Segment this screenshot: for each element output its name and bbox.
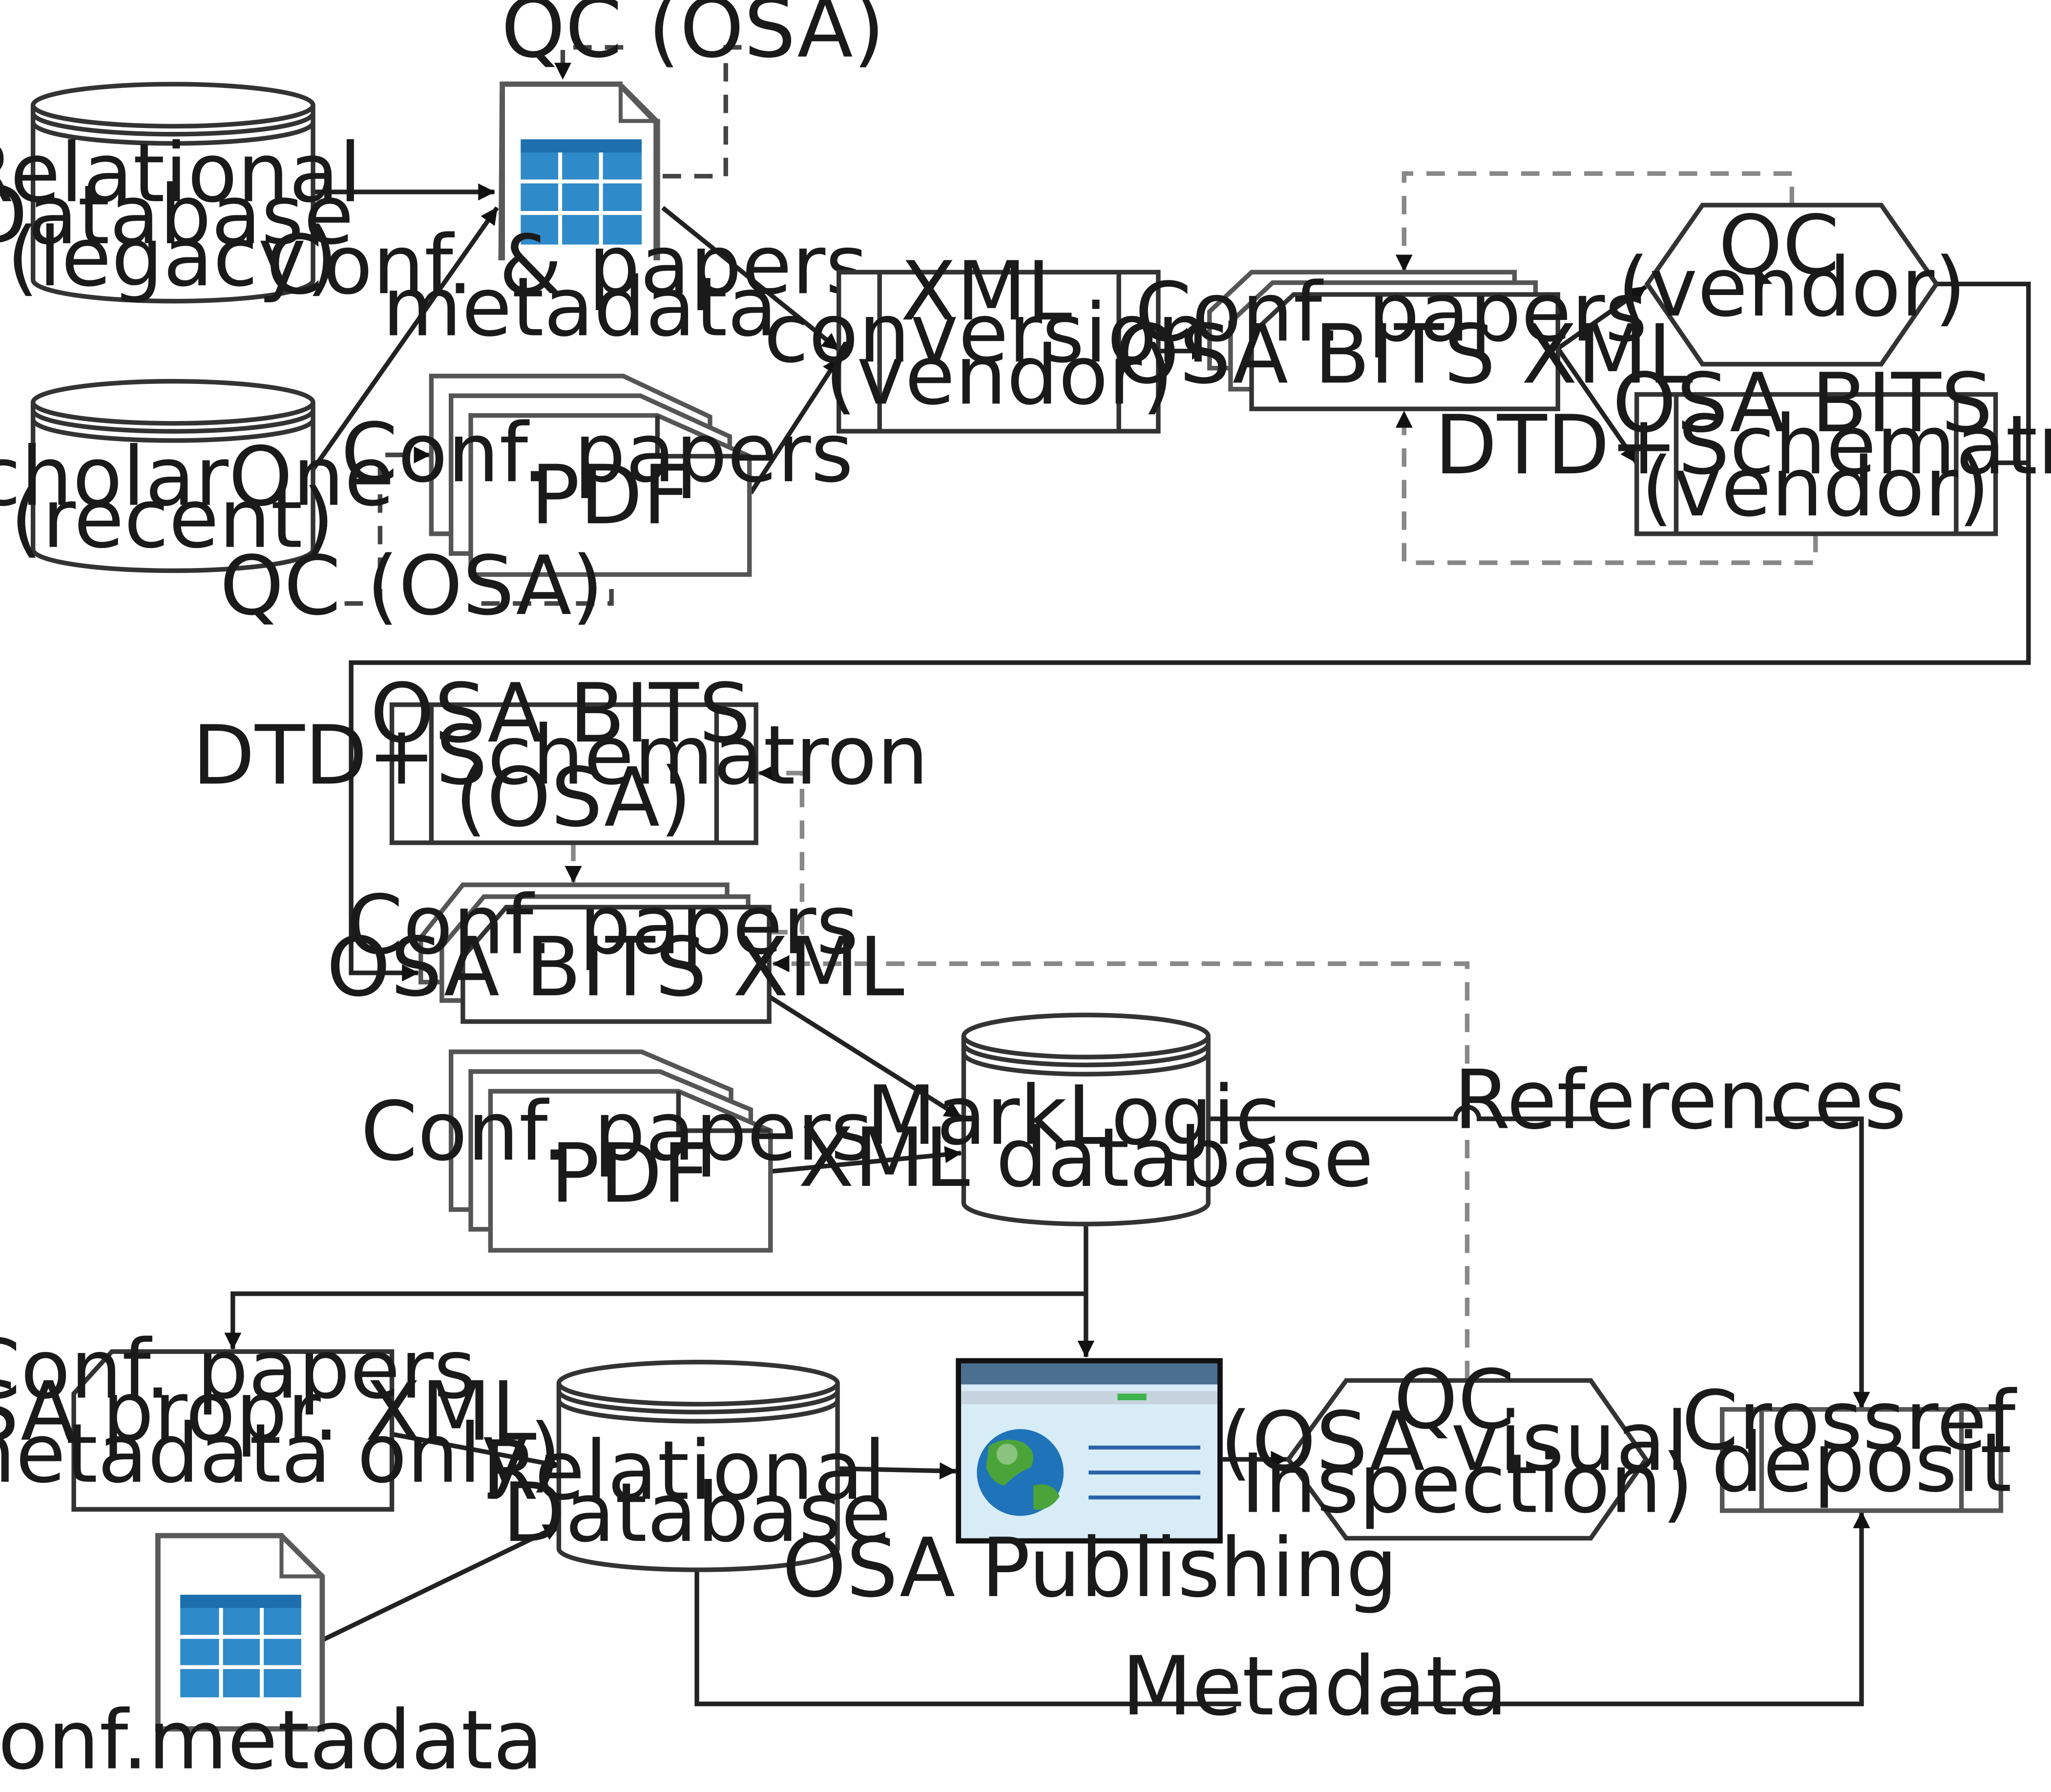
node-label-line: (metadata only) — [0, 1407, 561, 1501]
node-label-line: (OSA visual — [1220, 1394, 1688, 1489]
spreadsheet-icon — [180, 1595, 301, 1698]
node-label-line: DTD+Schematron — [1434, 398, 2051, 493]
node-label-line: OSA BITS — [1612, 356, 1993, 451]
node-label-line: Conf. papers — [341, 406, 853, 501]
edge-label-qc-osa-metadata: QC (OSA) — [501, 0, 885, 76]
conf-papers-metadata-document: Conf. & papers metadata — [266, 81, 894, 355]
node-label-line: XML — [900, 244, 1072, 339]
node-label-line: Conf. papers — [361, 1084, 873, 1179]
svg-text:QC (OSA visual Ins: QC (OSA visual Inspection) — [1220, 1352, 1714, 1531]
relational-database-legacy: Relational Database (legacy) — [0, 82, 388, 305]
spreadsheet-icon — [521, 139, 642, 245]
svg-text:OSA BITS DTD+Schematron: OSA BITS DTD+Schematron (OSA) — [192, 666, 955, 845]
node-label-line: Relational — [0, 126, 361, 221]
osa-publishing-website: OSA Publishing — [782, 1358, 1398, 1616]
svg-text:MarkLogic XML database: MarkLogic XML database — [798, 1069, 1374, 1205]
xml-conversion-process: XML conversion (vendor) — [764, 244, 1235, 434]
svg-text:OSA BITS DTD+Schematron: OSA BITS DTD+Schematron (vendor) — [1434, 356, 2051, 535]
svg-text:Conf. papers OSA BITS XM: Conf. papers OSA BITS XML — [326, 878, 904, 1015]
node-label-line: (vendor) — [1641, 440, 1990, 535]
conf-papers-pdf-stack-top: Conf. papers PDF — [341, 374, 879, 577]
svg-text:Conf. papers PDF: Conf. papers PDF — [361, 1084, 899, 1221]
edge-label-metadata: Metadata — [1122, 1639, 1507, 1734]
svg-text:Crossref deposit: Crossref deposit — [1682, 1373, 2042, 1510]
node-label-line: Database — [502, 1466, 891, 1560]
qc-visual-inspection-decision: QC (OSA visual Inspection) — [1220, 1352, 1714, 1541]
svg-text:Conf. & papers metadata: Conf. & papers metadata — [266, 218, 894, 355]
node-label-line: Conf. & papers — [266, 218, 868, 313]
node-label-line: QC — [1718, 198, 1840, 293]
svg-text:Conf. papers PDF: Conf. papers PDF — [341, 406, 879, 543]
marklogic-database: MarkLogic XML database — [798, 1012, 1374, 1226]
node-label: OSA Publishing — [782, 1521, 1398, 1616]
node-label-line: ScholarOne — [0, 430, 395, 525]
node-label-line: metadata — [382, 260, 777, 355]
scholarone-database: ScholarOne (recent) — [0, 379, 420, 573]
node-label-line: (OSA) — [455, 750, 692, 845]
node-label: Conf.metadata — [0, 1693, 543, 1788]
svg-text:Conf. papers OSA BITS XM: Conf. papers OSA BITS XML — [1115, 265, 1693, 402]
conf-metadata-document: Conf.metadata — [0, 1533, 543, 1788]
node-label-line: Crossref — [1682, 1373, 2017, 1468]
bits-dtd-schematron-vendor-process: OSA BITS DTD+Schematron (vendor) — [1434, 356, 2051, 536]
node-label-line: DTD+Schematron — [192, 708, 929, 803]
node-label-line: MarkLogic — [866, 1069, 1280, 1163]
node-label-line: Relational — [481, 1424, 886, 1518]
edge-label-references: References — [1454, 1053, 1906, 1148]
node-label-line: PDF — [531, 448, 690, 543]
crossref-deposit-process: Crossref deposit — [1682, 1373, 2042, 1513]
node-label-line: conversion — [764, 286, 1209, 381]
node-label-line: (legacy) — [7, 210, 338, 305]
connectors — [224, 45, 2031, 1707]
conf-papers-pdf-stack-mid: Conf. papers PDF — [361, 1049, 899, 1253]
node-label-line: OSA propr. XML — [0, 1365, 537, 1459]
svg-text:Conf. papers OSA propr.: Conf. papers OSA propr. XML (metadata on… — [0, 1322, 563, 1501]
svg-text:QC (vendor): QC (vendor) — [1617, 198, 1966, 335]
node-label-line: (vendor) — [1617, 240, 1966, 335]
node-label-line: OSA BITS XML — [326, 920, 904, 1015]
svg-text:ScholarOne (recent): ScholarOne (recent) — [0, 430, 420, 567]
relational-database-bottom: Relational Database — [481, 1360, 912, 1572]
node-label-line: (recent) — [10, 472, 334, 567]
node-label-line: Conf. papers — [346, 878, 858, 973]
node-label-line: (vendor) — [825, 328, 1173, 423]
node-label-line: deposit — [1711, 1416, 2011, 1511]
conf-papers-propr-xml-card: Conf. papers OSA propr. XML (metadata on… — [0, 1322, 563, 1512]
node-label-line: XML database — [798, 1111, 1374, 1205]
edge-label-qc-osa-pdf: QC (OSA) — [220, 539, 604, 633]
bits-dtd-schematron-osa-process: OSA BITS DTD+Schematron (OSA) — [192, 666, 955, 845]
node-label-line: Inspection) — [1241, 1437, 1694, 1532]
node-label-line: Database — [0, 168, 354, 263]
node-label-line: Conf. papers — [0, 1322, 476, 1417]
conf-papers-bits-xml-stack-top: Conf. papers OSA BITS XML — [1115, 265, 1693, 411]
node-label-line: QC — [1394, 1352, 1515, 1447]
svg-text:Relational Database: Relational Database (legacy) — [0, 126, 388, 305]
globe-icon — [977, 1429, 1064, 1516]
node-label-line: PDF — [550, 1126, 709, 1221]
conf-papers-bits-xml-stack-mid: Conf. papers OSA BITS XML — [326, 878, 904, 1024]
svg-text:XML conversion (ve: XML conversion (vendor) — [764, 244, 1235, 423]
svg-text:Relational Database: Relational Database — [481, 1424, 912, 1560]
qc-vendor-decision: QC (vendor) — [1617, 198, 1966, 367]
node-label-line: OSA BITS — [370, 666, 751, 761]
node-label-line: OSA BITS XML — [1115, 307, 1693, 402]
node-label-line: Conf. papers — [1135, 265, 1647, 360]
